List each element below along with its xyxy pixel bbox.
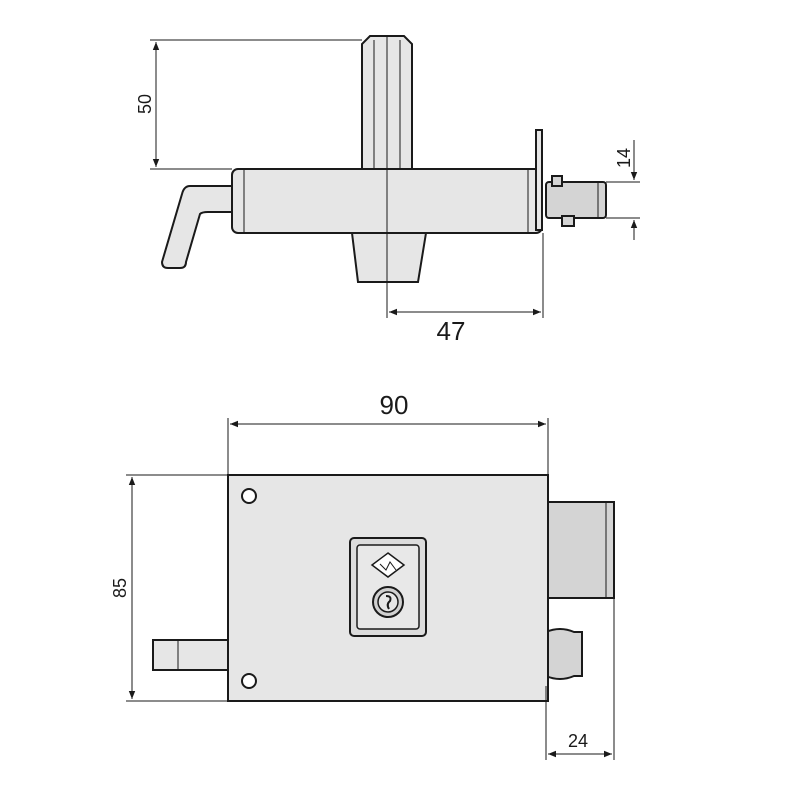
dim-width: 90 — [380, 390, 409, 420]
bolt-top — [545, 181, 607, 219]
bolt-front — [545, 501, 615, 599]
lever-handle — [160, 185, 237, 269]
dim-height-front: 85 — [110, 578, 130, 598]
screw-hole-bottom — [241, 673, 257, 689]
dim-bolt-diameter: 14 — [614, 148, 634, 168]
inner-knob — [350, 232, 428, 283]
dim-height-top: 50 — [135, 94, 155, 114]
roller-latch — [545, 628, 583, 680]
dim-backset: 47 — [437, 316, 466, 346]
dim-bolt-throw: 24 — [568, 731, 588, 751]
front-plate — [535, 129, 543, 231]
side-rod — [152, 639, 232, 671]
top-view: 50 47 14 — [135, 35, 640, 346]
screw-hole-top — [241, 488, 257, 504]
front-view: 90 85 24 — [110, 390, 615, 760]
keyhole-icon — [385, 595, 392, 610]
